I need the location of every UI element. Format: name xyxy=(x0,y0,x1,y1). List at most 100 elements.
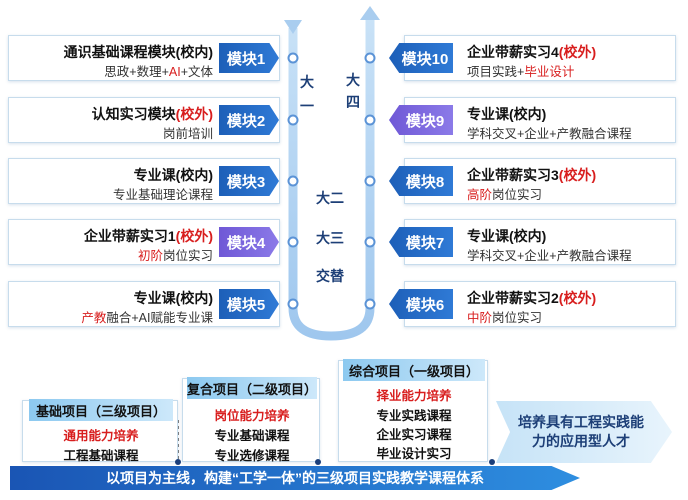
node-left-3 xyxy=(287,175,299,187)
module-subtitle: 专业基础理论课程 xyxy=(113,185,213,205)
module-badge: 模块3 xyxy=(219,166,279,196)
tier-composite: 复合项目（二级项目） 岗位能力培养 专业基础课程 专业选修课程 xyxy=(182,377,320,463)
module-subtitle-part: 思政+数理+ xyxy=(104,65,169,79)
tier-composite-head: 复合项目（二级项目） xyxy=(187,377,317,399)
right-card-3: 企业带薪实习3(校外)高阶岗位实习模块8 xyxy=(389,158,676,205)
mid-label-a: 大二 xyxy=(316,190,344,206)
module-subtitle-part: 学科交叉+企业+产教融合课程 xyxy=(467,127,632,141)
module-subtitle-part: 项目实践+ xyxy=(467,65,525,79)
tier-comprehensive-item-3: 企业实习课程 xyxy=(376,428,452,442)
module-title-main: 企业带薪实习3 xyxy=(467,167,559,183)
module-subtitle: 思政+数理+AI+文体 xyxy=(64,62,213,82)
node-right-6 xyxy=(364,298,376,310)
right-card-4: 专业课(校内) 学科交叉+企业+产教融合课程模块7 xyxy=(389,219,676,266)
module-subtitle: 高阶岗位实习 xyxy=(467,185,596,205)
module-title: 通识基础课程模块(校内) xyxy=(64,42,213,62)
module-subtitle-part: 岗位实习 xyxy=(162,249,213,263)
bottom-bar: 以项目为主线，构建“工学一体”的三级项目实践教学课程体系 xyxy=(10,466,580,490)
module-subtitle-part: AI xyxy=(168,65,181,79)
card-text: 企业带薪实习4(校外)项目实践+毕业设计 xyxy=(467,42,596,82)
module-subtitle-part: 岗位实习 xyxy=(492,188,543,202)
module-title: 专业课(校内) xyxy=(113,165,213,185)
track-path xyxy=(288,16,375,341)
module-badge: 模块6 xyxy=(389,289,453,319)
tier-comprehensive-item-4: 毕业设计实习 xyxy=(376,447,452,461)
card-text: 专业课(校内) 专业基础理论课程 xyxy=(113,165,213,205)
module-badge: 模块7 xyxy=(389,227,453,257)
module-subtitle-part: 高阶 xyxy=(467,188,493,202)
node-right-7 xyxy=(364,236,376,248)
module-title-location: (校外) xyxy=(558,44,597,60)
module-subtitle-part: 专业基础理论课程 xyxy=(112,188,213,202)
tier-comprehensive-item-1: 择业能力培养 xyxy=(376,389,452,403)
node-right-8 xyxy=(364,175,376,187)
module-subtitle-part: 毕业设计 xyxy=(524,65,575,79)
bottom-bar-text: 以项目为主线，构建“工学一体”的三级项目实践教学课程体系 xyxy=(106,470,484,486)
module-title-main: 专业课(校内) xyxy=(133,290,213,306)
tier-composite-item-1: 岗位能力培养 xyxy=(214,409,290,423)
right-card-5: 企业带薪实习2(校外)中阶岗位实习模块6 xyxy=(389,281,676,328)
node-left-1 xyxy=(287,52,299,64)
tier-basic: 基础项目（三级项目） 通用能力培养 工程基础课程 xyxy=(22,399,178,463)
year4-label-b: 四 xyxy=(346,94,360,110)
card-text: 企业带薪实习2(校外)中阶岗位实习 xyxy=(467,288,596,328)
module-subtitle: 产教融合+AI赋能专业课 xyxy=(81,308,213,328)
card-text: 企业带薪实习3(校外)高阶岗位实习 xyxy=(467,165,596,205)
module-subtitle: 中阶岗位实习 xyxy=(467,308,596,328)
module-subtitle-part: 学科交叉+企业+产教融合课程 xyxy=(467,249,632,263)
module-title-location: (校外) xyxy=(175,228,213,244)
module-badge: 模块5 xyxy=(219,289,279,319)
tier-comprehensive: 综合项目（一级项目） 择业能力培养 专业实践课程 企业实习课程 毕业设计实习 xyxy=(338,359,488,462)
module-title-main: 专业课(校内) xyxy=(467,106,547,122)
right-card-1: 企业带薪实习4(校外)项目实践+毕业设计模块10 xyxy=(389,35,676,82)
module-subtitle: 学科交叉+企业+产教融合课程 xyxy=(467,124,632,144)
module-title: 企业带薪实习3(校外) xyxy=(467,165,596,185)
node-left-5 xyxy=(287,298,299,310)
tier-basic-head: 基础项目（三级项目） xyxy=(29,399,173,421)
node-left-4 xyxy=(287,236,299,248)
module-subtitle: 项目实践+毕业设计 xyxy=(467,62,596,82)
node-left-2 xyxy=(287,114,299,126)
card-text: 专业课(校内) 学科交叉+企业+产教融合课程 xyxy=(467,226,632,266)
left-card-5: 专业课(校内) 产教融合+AI赋能专业课模块5 xyxy=(8,281,280,327)
module-title-main: 专业课(校内) xyxy=(467,228,547,244)
module-title-main: 专业课(校内) xyxy=(133,167,213,183)
card-text: 专业课(校内) 产教融合+AI赋能专业课 xyxy=(81,288,213,328)
right-card-2: 专业课(校内) 学科交叉+企业+产教融合课程模块9 xyxy=(389,97,676,144)
module-badge: 模块8 xyxy=(389,166,453,196)
year1-label-b: 一 xyxy=(300,98,314,114)
module-badge: 模块10 xyxy=(389,43,453,73)
module-subtitle-part: 产教 xyxy=(81,311,107,325)
module-badge: 模块1 xyxy=(219,43,279,73)
tier-basic-item-2: 工程基础课程 xyxy=(63,449,139,463)
module-subtitle-part: 初阶 xyxy=(137,249,163,263)
module-subtitle: 学科交叉+企业+产教融合课程 xyxy=(467,246,632,266)
card-text: 认知实习模块(校外)岗前培训 xyxy=(92,104,213,144)
module-title: 企业带薪实习4(校外) xyxy=(467,42,596,62)
module-subtitle-part: 融合+AI赋能专业课 xyxy=(106,311,213,325)
module-subtitle: 初阶岗位实习 xyxy=(84,246,213,266)
module-badge: 模块4 xyxy=(219,227,279,257)
module-title: 专业课(校内) xyxy=(467,226,632,246)
module-title-location: (校外) xyxy=(558,290,597,306)
left-card-4: 企业带薪实习1(校外)初阶岗位实习模块4 xyxy=(8,219,280,265)
module-title: 企业带薪实习2(校外) xyxy=(467,288,596,308)
year1-label-a: 大 xyxy=(300,74,314,90)
module-badge: 模块9 xyxy=(389,105,453,135)
outcome-arrow: 培养具有工程实践能力的应用型人才 xyxy=(496,401,672,463)
module-subtitle-part: 岗前培训 xyxy=(162,127,213,141)
module-title-main: 企业带薪实习2 xyxy=(467,290,559,306)
mid-label-b: 大三 xyxy=(316,230,344,246)
module-title: 专业课(校内) xyxy=(81,288,213,308)
module-title-main: 通识基础课程模块(校内) xyxy=(63,44,213,60)
year4-label-a: 大 xyxy=(346,72,360,88)
tier-comprehensive-head: 综合项目（一级项目） xyxy=(343,359,485,381)
module-badge: 模块2 xyxy=(219,105,279,135)
outcome-text: 培养具有工程实践能力的应用型人才 xyxy=(518,414,644,449)
card-text: 专业课(校内) 学科交叉+企业+产教融合课程 xyxy=(467,104,632,144)
card-text: 企业带薪实习1(校外)初阶岗位实习 xyxy=(84,226,213,266)
node-right-9 xyxy=(364,114,376,126)
track-nodes xyxy=(287,52,376,310)
